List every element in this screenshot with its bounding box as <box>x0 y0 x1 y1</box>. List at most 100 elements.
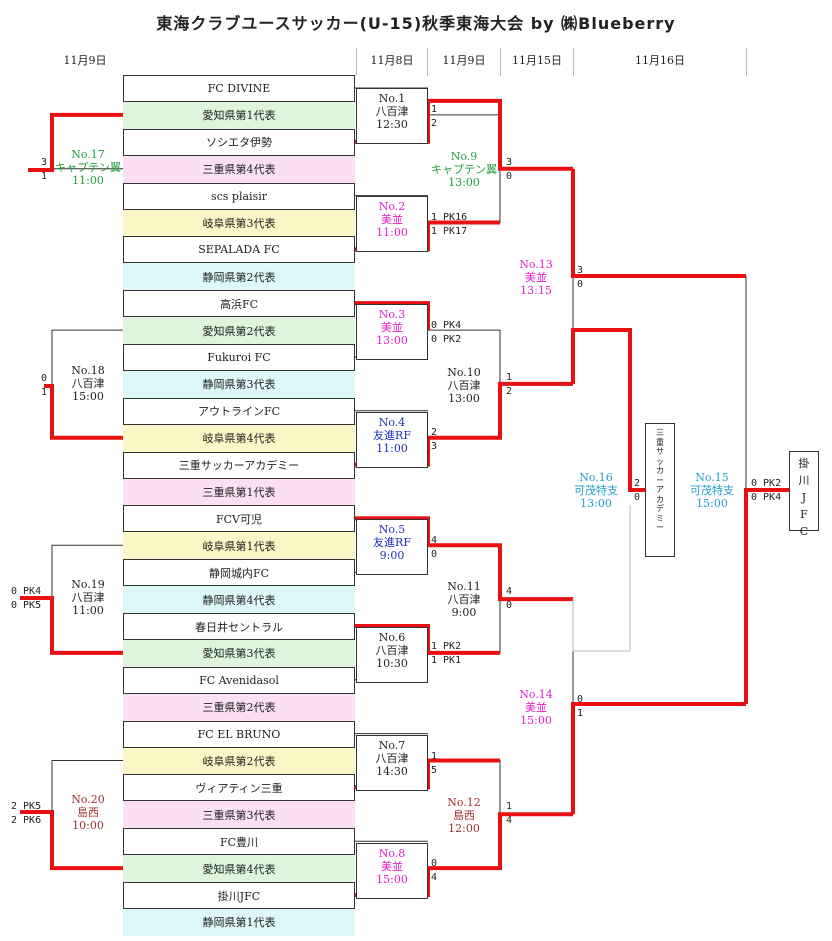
date-header-final: 11月16日 <box>635 54 685 67</box>
match-18-no: No.18 <box>71 364 105 377</box>
team-slot: アウトラインFC <box>123 397 355 425</box>
match-box-1 <box>356 88 428 144</box>
match-6-label: No.6 八百津 10:30 <box>356 631 428 670</box>
match-18-label: No.18 八百津 15:00 <box>53 364 123 403</box>
match-19-venue: 八百津 <box>71 591 105 604</box>
bracket-line <box>571 328 645 492</box>
date-header-left: 11月9日 <box>63 54 107 67</box>
team-slot: 静岡県第1代表 <box>123 908 355 936</box>
date-divider <box>356 48 357 76</box>
date-header-round3: 11月15日 <box>512 54 562 67</box>
match-3-label: No.3 美並 13:00 <box>356 308 428 347</box>
match-1-no: No.1 <box>378 92 406 105</box>
match-1-label: No.1 八百津 12:30 <box>356 92 428 131</box>
score-6a: 1 PK2 <box>431 641 462 652</box>
match-2-label: No.2 美並 11:00 <box>356 200 428 239</box>
match-4-venue: 友進RF <box>373 429 411 442</box>
team-slot: FC DIVINE <box>123 75 355 102</box>
score-1b: 2 <box>431 118 438 129</box>
match-12-label: No.12 島西 12:00 <box>428 796 500 835</box>
match-15-no: No.15 <box>695 471 729 484</box>
team-slot: ヴィアティン三重 <box>123 774 355 802</box>
score-2a: 1 PK16 <box>431 212 468 223</box>
team-slot: 三重県第2代表 <box>123 693 355 721</box>
team-slot: 掛川JFC <box>123 882 355 909</box>
team-slot: scs plaisir <box>123 182 355 210</box>
team-slot: 岐阜県第3代表 <box>123 209 355 237</box>
team-slot: 岐阜県第4代表 <box>123 424 355 452</box>
match-11-label: No.11 八百津 9:00 <box>428 580 500 619</box>
score-3a: 0 PK4 <box>431 320 462 331</box>
score-7a: 1 <box>431 751 438 762</box>
score-12b: 4 <box>506 815 513 826</box>
team-slot: 高浜FC <box>123 290 355 318</box>
team-slot: 静岡県第3代表 <box>123 370 355 398</box>
team-slot: FC EL BRUNO <box>123 720 355 748</box>
champion-box <box>789 451 819 531</box>
score-15b: 0 PK4 <box>751 492 782 503</box>
match-18-time: 15:00 <box>72 390 104 403</box>
team-slot: 三重サッカーアカデミー <box>123 451 355 479</box>
match-5-label: No.5 友進RF 9:00 <box>356 523 428 562</box>
score-10b: 2 <box>506 386 513 397</box>
score-8a: 0 <box>431 858 438 869</box>
date-header-round2: 11月9日 <box>442 54 486 67</box>
team-slot: 愛知県第2代表 <box>123 317 355 345</box>
score-1a: 1 <box>431 104 438 115</box>
match-6-no: No.6 <box>378 631 406 644</box>
match-1-time: 12:30 <box>376 118 408 131</box>
match-13-time: 13:15 <box>520 284 552 297</box>
team-slot: SEPALADA FC <box>123 236 355 264</box>
match-5-venue: 友進RF <box>373 536 411 549</box>
team-slot: ソシエタ伊勢 <box>123 128 355 156</box>
page-title: 東海クラブユースサッカー(U-15)秋季東海大会 by ㈱Blueberry <box>156 14 676 33</box>
match-7-label: No.7 八百津 14:30 <box>356 739 428 778</box>
score-13a: 3 <box>577 265 584 276</box>
date-divider <box>573 48 574 76</box>
match-12-venue: 島西 <box>453 809 475 822</box>
team-slot: FC Avenidasol <box>123 666 355 694</box>
match-3-no: No.3 <box>378 308 406 321</box>
match-9-time: 13:00 <box>448 176 480 189</box>
team-slot: 静岡県第2代表 <box>123 263 355 291</box>
match-8-label: No.8 美並 15:00 <box>356 847 428 886</box>
date-header-round1: 11月8日 <box>370 54 414 67</box>
match-13-label: No.13 美並 13:15 <box>500 258 572 297</box>
score-7b: 5 <box>431 765 438 776</box>
team-slot: 三重県第1代表 <box>123 478 355 506</box>
score-4b: 3 <box>431 441 438 452</box>
match-6-time: 10:30 <box>376 657 408 670</box>
score-10a: 1 <box>506 372 513 383</box>
bracket-line <box>571 702 746 815</box>
match-10-venue: 八百津 <box>447 379 481 392</box>
match-17-time: 11:00 <box>72 174 104 187</box>
match-7-no: No.7 <box>378 739 406 752</box>
match-15-venue: 可茂特支 <box>690 484 734 497</box>
score-11a: 4 <box>506 586 513 597</box>
match-2-time: 11:00 <box>376 226 408 239</box>
bracket-line <box>571 168 746 278</box>
bracket-line <box>20 596 123 655</box>
match-14-venue: 美並 <box>525 701 547 714</box>
match-17-venue: キャプテン翼 <box>55 161 121 174</box>
team-slot: FCV可児 <box>123 505 355 533</box>
match-10-label: No.10 八百津 13:00 <box>428 366 500 405</box>
score-18a: 0 <box>41 373 48 384</box>
match-5-time: 9:00 <box>379 549 405 562</box>
score-19b: 0 PK5 <box>11 600 42 611</box>
match-box-3 <box>356 304 428 360</box>
match-box-7 <box>356 735 428 791</box>
match-9-label: No.9 キャプテン翼 13:00 <box>428 150 500 189</box>
score-6b: 1 PK1 <box>431 655 462 666</box>
match-19-label: No.19 八百津 11:00 <box>53 578 123 617</box>
match-16-time: 13:00 <box>580 497 612 510</box>
match-7-venue: 八百津 <box>375 752 409 765</box>
match-3-venue: 美並 <box>381 321 403 334</box>
match-19-time: 11:00 <box>72 604 104 617</box>
match-box-8 <box>356 843 428 899</box>
match-11-no: No.11 <box>447 580 481 593</box>
score-15a: 0 PK2 <box>751 478 782 489</box>
score-12a: 1 <box>506 801 513 812</box>
match-13-venue: 美並 <box>525 271 547 284</box>
match-3-time: 13:00 <box>376 334 408 347</box>
